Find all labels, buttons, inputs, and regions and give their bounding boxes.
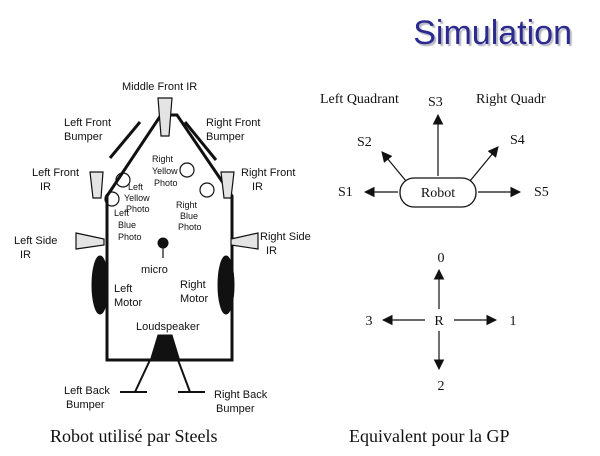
left-side-ir-label-1: Left Side	[14, 235, 57, 247]
left-front-ir-sensor	[89, 171, 104, 199]
loudspeaker-shape	[150, 334, 180, 359]
slide-title: Simulation	[413, 14, 572, 52]
right-front-ir-label-1: Right Front	[241, 167, 295, 179]
left-yellow-photo-label-2: Yellow	[124, 193, 150, 203]
left-motor-label-1: Left	[114, 283, 132, 295]
middle-front-ir-sensor	[157, 97, 173, 137]
robot-labels: Middle Front IR Left Front Bumper Right …	[14, 81, 311, 415]
middle-front-ir-label: Middle Front IR	[122, 81, 197, 93]
s2-label: S2	[357, 135, 372, 150]
right-motor-label-1: Right	[180, 279, 206, 291]
left-yellow-photo-sensor	[115, 172, 131, 188]
robot-node	[399, 177, 477, 208]
center-r-label: R	[434, 314, 444, 329]
s4-label: S4	[510, 133, 525, 148]
left-front-ir-label-2: IR	[40, 181, 51, 193]
left-side-ir-label-2: IR	[20, 249, 31, 261]
left-yellow-photo-label-3: Photo	[126, 204, 150, 214]
robot-drawing	[75, 97, 259, 393]
right-blue-photo-label-3: Photo	[178, 222, 202, 232]
right-back-bumper-label-2: Bumper	[216, 403, 255, 415]
right-caption: Equivalent pour la GP	[349, 426, 509, 446]
left-back-bumper-label-1: Left Back	[64, 385, 110, 397]
right-front-bumper-label-1: Right Front	[206, 117, 260, 129]
right-yellow-photo-sensor	[179, 162, 195, 178]
right-back-bumper-label-1: Right Back	[214, 389, 268, 401]
direction-0-label: 0	[438, 251, 445, 266]
right-yellow-photo-label-1: Right	[152, 154, 174, 164]
left-back-bumper-label-2: Bumper	[66, 399, 105, 411]
left-side-ir-sensor	[75, 232, 105, 250]
right-motor-label-2: Motor	[180, 293, 208, 305]
right-front-bumper-shape	[183, 121, 218, 161]
right-quadrant-label: Right Quadr	[476, 92, 546, 107]
left-front-bumper-label-1: Left Front	[64, 117, 111, 129]
s4-arrow	[469, 146, 499, 182]
right-side-ir-label-1: Right Side	[260, 231, 311, 243]
gp-sensor-diagram: Left Quadrant Right Quadr Robot S1 S2 S3…	[320, 92, 549, 394]
right-yellow-photo-label-3: Photo	[154, 178, 178, 188]
left-quadrant-label: Left Quadrant	[320, 92, 399, 107]
left-front-bumper-shape	[108, 121, 142, 159]
right-back-bumper-shape	[177, 359, 191, 393]
left-blue-photo-label-3: Photo	[118, 232, 142, 242]
s2-arrow	[381, 151, 407, 182]
left-blue-photo-sensor	[104, 191, 120, 207]
direction-1-label: 1	[510, 314, 517, 329]
right-motor-shape	[217, 255, 235, 315]
left-front-bumper-label-2: Bumper	[64, 131, 103, 143]
loudspeaker-label: Loudspeaker	[136, 321, 200, 333]
left-blue-photo-label-1: Left	[114, 208, 130, 218]
right-side-ir-sensor	[230, 232, 259, 250]
left-motor-label-2: Motor	[114, 297, 142, 309]
right-front-ir-label-2: IR	[252, 181, 263, 193]
direction-3-label: 3	[366, 314, 373, 329]
left-front-ir-label-1: Left Front	[32, 167, 79, 179]
direction-2-label: 2	[438, 379, 445, 394]
micro-label: micro	[141, 264, 168, 276]
right-blue-photo-label-1: Right	[176, 200, 198, 210]
left-back-bumper-shape	[134, 359, 151, 393]
right-front-bumper-label-2: Bumper	[206, 131, 245, 143]
robot-body-outline	[105, 113, 234, 362]
right-blue-photo-sensor	[199, 182, 215, 198]
robot-node-label: Robot	[421, 186, 455, 201]
left-yellow-photo-label-1: Left	[128, 182, 144, 192]
left-blue-photo-label-2: Blue	[118, 220, 136, 230]
s5-label: S5	[534, 185, 549, 200]
s1-label: S1	[338, 185, 353, 200]
right-side-ir-label-2: IR	[266, 245, 277, 257]
right-blue-photo-label-2: Blue	[180, 211, 198, 221]
right-front-ir-sensor	[220, 171, 235, 199]
left-motor-shape	[91, 255, 109, 315]
s3-label: S3	[428, 95, 443, 110]
micro-sensor	[157, 237, 169, 249]
right-yellow-photo-label-2: Yellow	[152, 166, 178, 176]
left-caption: Robot utilisé par Steels	[50, 426, 217, 446]
